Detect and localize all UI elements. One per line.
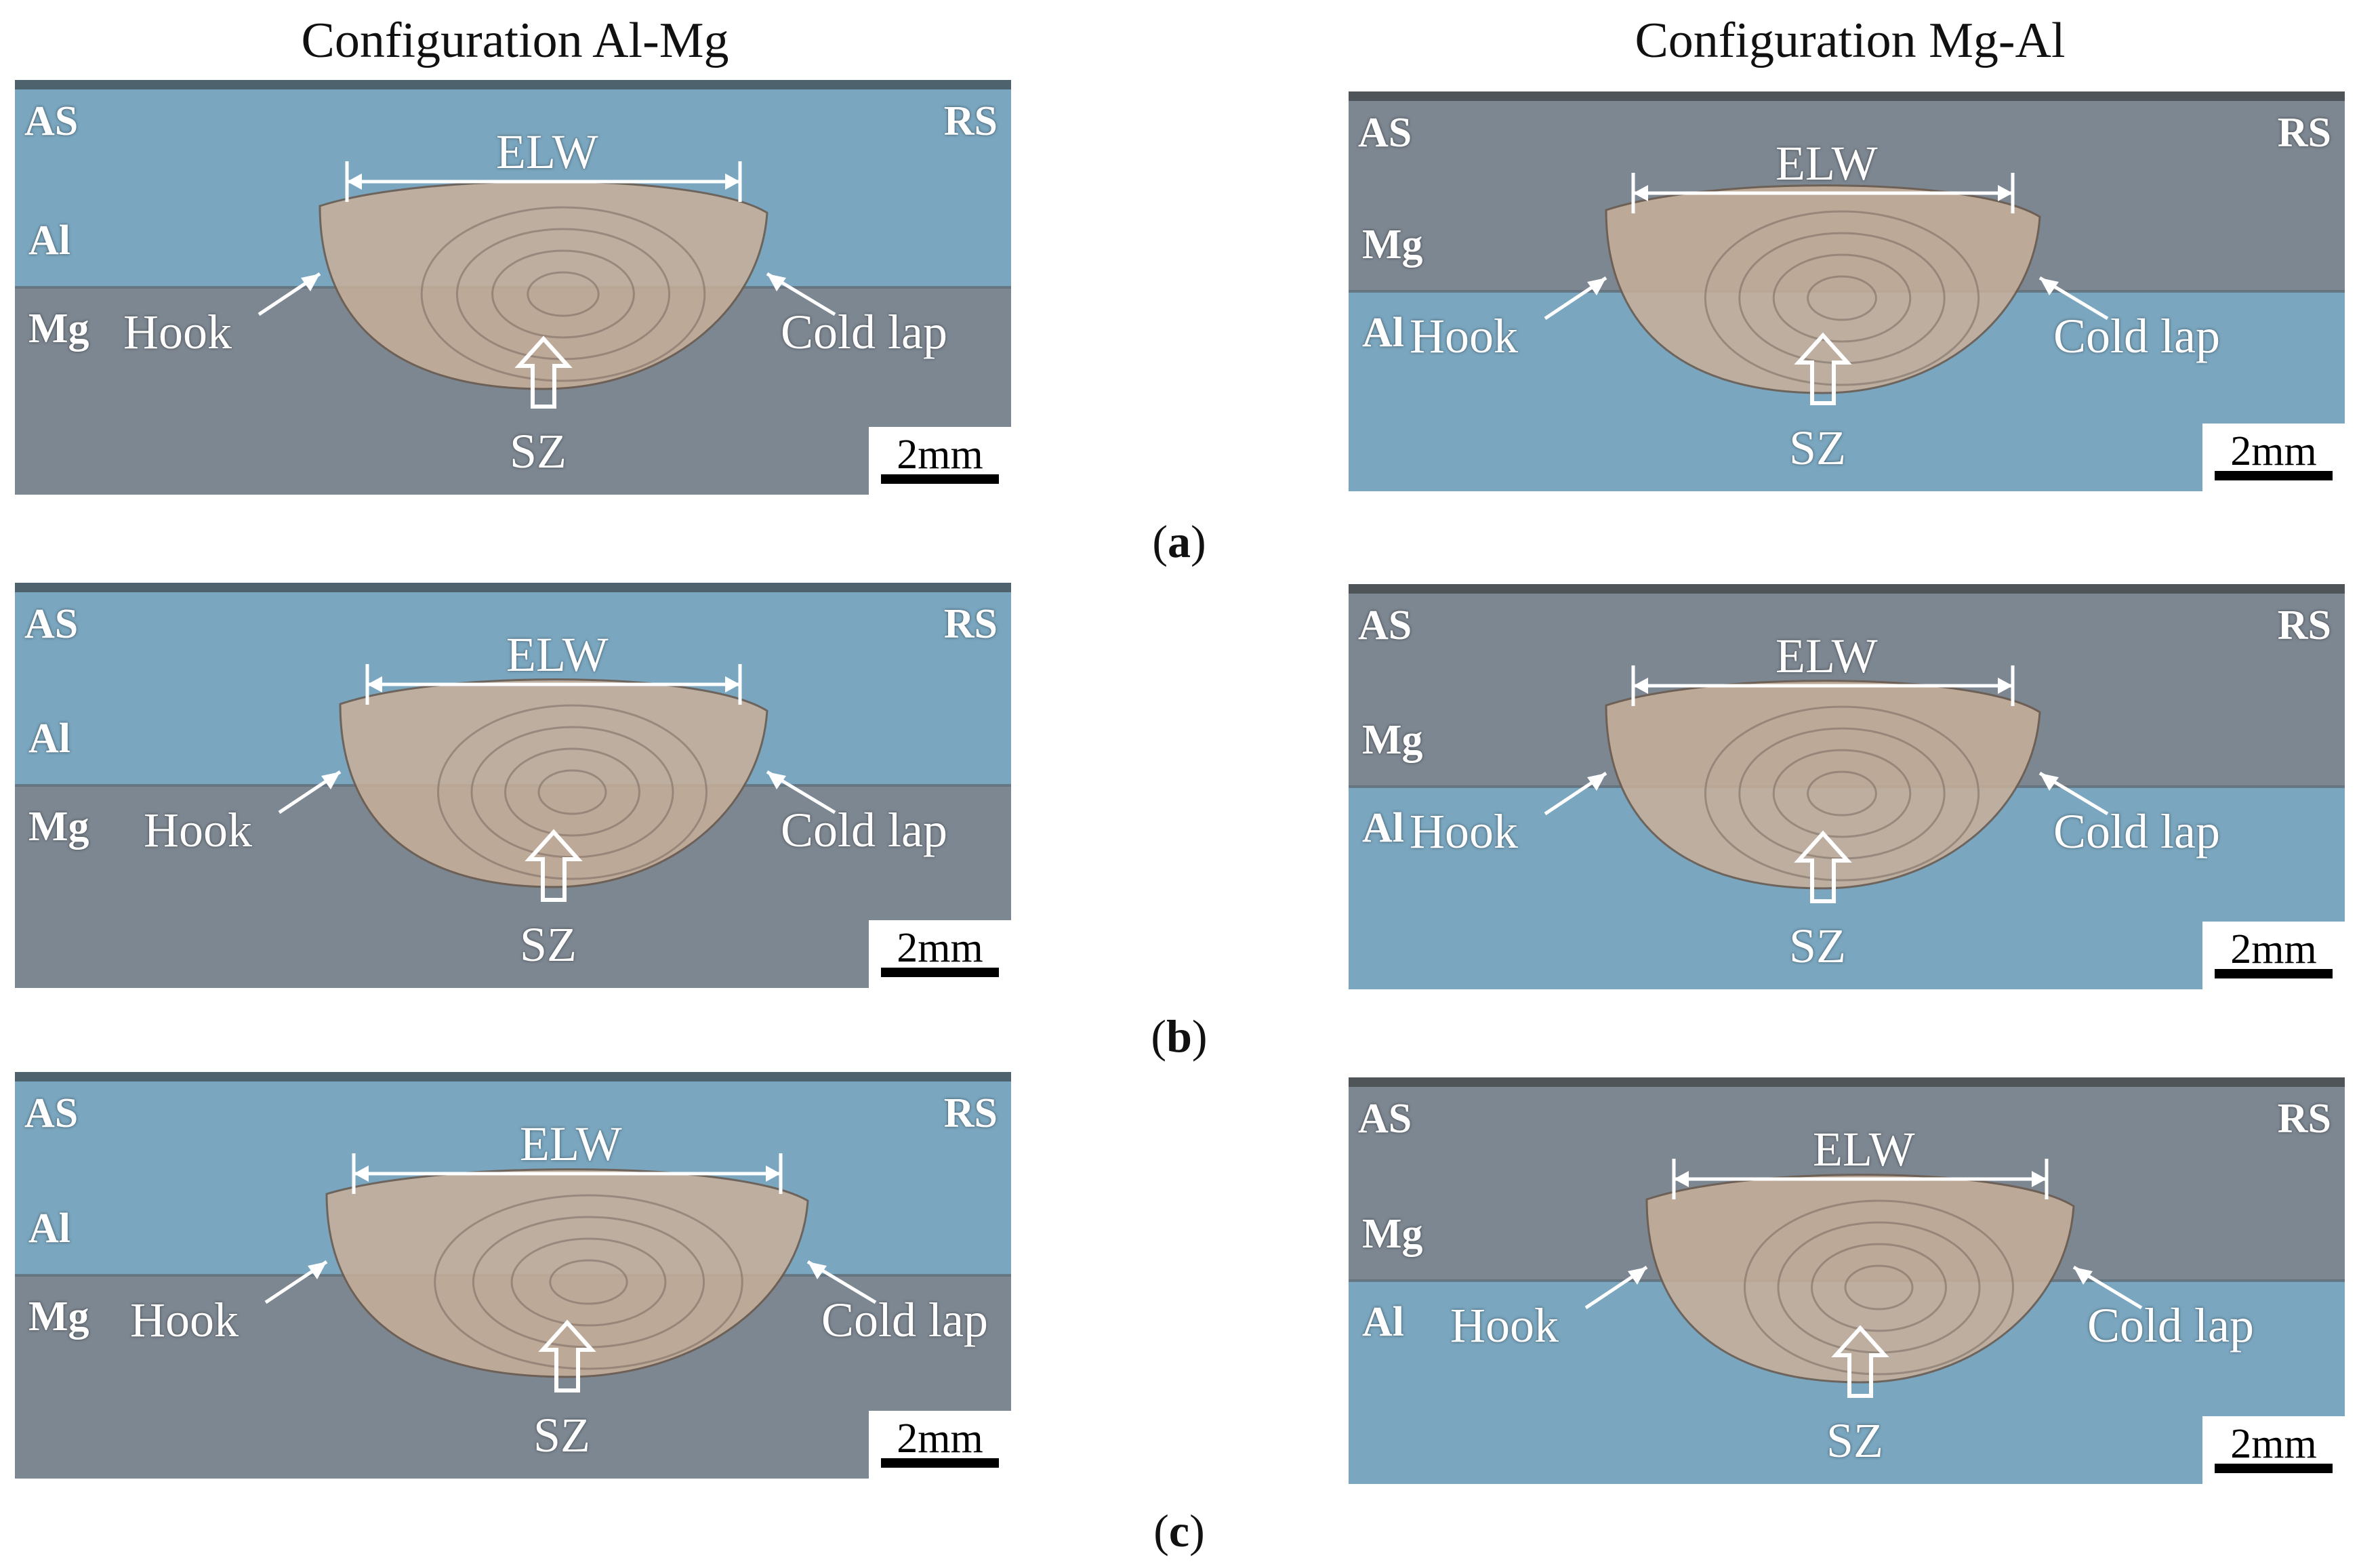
advancing-side-label: AS xyxy=(1358,110,1412,156)
stir-zone-label: SZ xyxy=(510,424,567,478)
stir-zone-label: SZ xyxy=(1789,421,1847,475)
stir-zone-label: SZ xyxy=(520,917,577,972)
top-sheet-label: Mg xyxy=(1362,222,1423,268)
scale-bar: 2mm xyxy=(2202,1416,2345,1484)
elw-label: ELW xyxy=(1776,629,1878,683)
scale-bar: 2mm xyxy=(869,1411,1011,1479)
micrograph-background xyxy=(15,583,1011,988)
scale-bar: 2mm xyxy=(2202,922,2345,989)
scale-bar-line xyxy=(881,1458,999,1468)
scale-bar-label: 2mm xyxy=(2230,1421,2317,1467)
scale-bar: 2mm xyxy=(869,920,1011,988)
subfigure-caption-b: (b) xyxy=(1151,1010,1208,1062)
retreating-side-label: RS xyxy=(943,1090,998,1136)
right-column-title: Configuration Mg-Al xyxy=(1635,13,2066,68)
scale-bar-label: 2mm xyxy=(897,925,983,971)
cold-lap-label: Cold lap xyxy=(2053,309,2220,363)
hook-label: Hook xyxy=(1410,804,1518,859)
micrograph-background xyxy=(1349,1077,2345,1484)
stir-zone-label: SZ xyxy=(1789,919,1847,973)
scale-bar-line xyxy=(2215,471,2333,480)
scale-bar: 2mm xyxy=(869,427,1011,495)
retreating-side-label: RS xyxy=(2277,1096,2331,1142)
bottom-sheet-label: Mg xyxy=(28,804,89,850)
hook-label: Hook xyxy=(123,305,232,359)
top-sheet-label: Al xyxy=(28,716,70,762)
bottom-sheet-label: Al xyxy=(1362,805,1404,851)
scale-bar-label: 2mm xyxy=(2230,926,2317,972)
scale-bar: 2mm xyxy=(2202,424,2345,491)
left-column-title: Configuration Al-Mg xyxy=(301,13,729,68)
stir-zone-label: SZ xyxy=(1826,1414,1884,1468)
cold-lap-label: Cold lap xyxy=(781,803,947,857)
scale-bar-line xyxy=(881,474,999,484)
top-sheet-label: Mg xyxy=(1362,717,1423,763)
subfigure-caption-c: (c) xyxy=(1153,1505,1205,1556)
advancing-side-label: AS xyxy=(1358,602,1412,648)
advancing-side-label: AS xyxy=(24,601,79,647)
scale-bar-label: 2mm xyxy=(2230,428,2317,474)
micrograph-background xyxy=(1349,584,2345,989)
hook-label: Hook xyxy=(1410,309,1518,363)
scale-bar-line xyxy=(2215,969,2333,978)
cold-lap-label: Cold lap xyxy=(781,305,947,359)
retreating-side-label: RS xyxy=(943,98,998,144)
top-sheet-label: Al xyxy=(28,218,70,264)
micrograph-background xyxy=(15,80,1011,495)
scale-bar-line xyxy=(2215,1464,2333,1473)
advancing-side-label: AS xyxy=(24,1090,79,1136)
advancing-side-label: AS xyxy=(1358,1096,1412,1142)
elw-label: ELW xyxy=(1776,136,1878,190)
retreating-side-label: RS xyxy=(2277,602,2331,648)
retreating-side-label: RS xyxy=(943,601,998,647)
scale-bar-label: 2mm xyxy=(897,1416,983,1462)
subfigure-caption-a: (a) xyxy=(1152,516,1206,567)
hook-label: Hook xyxy=(130,1293,239,1347)
hook-label: Hook xyxy=(1450,1298,1559,1353)
hook-label: Hook xyxy=(144,803,252,857)
micrograph-background xyxy=(15,1072,1011,1479)
bottom-sheet-label: Al xyxy=(1362,1299,1404,1345)
retreating-side-label: RS xyxy=(2277,110,2331,156)
scale-bar-line xyxy=(881,968,999,977)
elw-label: ELW xyxy=(1813,1122,1915,1176)
scale-bar-label: 2mm xyxy=(897,432,983,478)
elw-label: ELW xyxy=(496,125,598,179)
elw-label: ELW xyxy=(520,1117,622,1171)
cold-lap-label: Cold lap xyxy=(2053,804,2220,859)
cold-lap-label: Cold lap xyxy=(2087,1298,2254,1353)
top-sheet-label: Al xyxy=(28,1205,70,1252)
bottom-sheet-label: Mg xyxy=(28,306,89,352)
cold-lap-label: Cold lap xyxy=(821,1293,988,1347)
top-sheet-label: Mg xyxy=(1362,1211,1423,1257)
bottom-sheet-label: Mg xyxy=(28,1294,89,1340)
advancing-side-label: AS xyxy=(24,98,79,144)
bottom-sheet-label: Al xyxy=(1362,310,1404,356)
stir-zone-label: SZ xyxy=(533,1408,591,1462)
micrograph-background xyxy=(1349,91,2345,491)
elw-label: ELW xyxy=(506,627,609,682)
